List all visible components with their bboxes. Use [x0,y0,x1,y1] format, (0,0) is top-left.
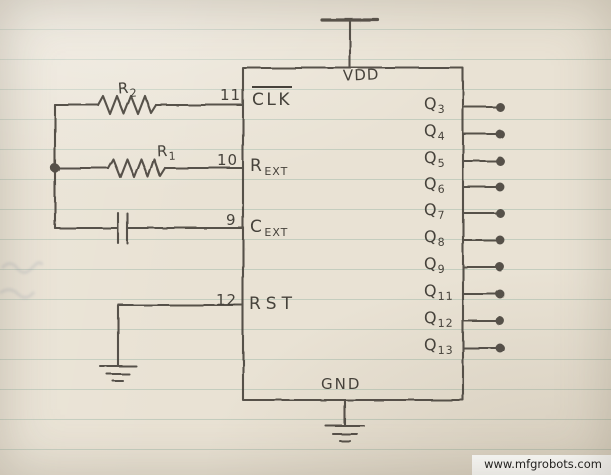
pin-label-q5: Q5 [424,148,446,171]
gnd-label: GND [321,375,362,393]
vdd-label: VDD [342,65,380,85]
q-sub: 4 [437,129,446,143]
connection-dot [495,316,505,326]
connection-dot [495,182,505,192]
label-r1-sub: 1 [168,149,177,163]
ghost-writing [0,261,44,299]
watermark: www.mfgrobots.com [472,455,611,475]
q-base: Q [423,308,438,328]
q-sub: 8 [437,235,446,249]
connection-dot [495,343,505,353]
pin-label-q8: Q8 [424,227,446,250]
pin-label-q13: Q13 [424,335,454,358]
q-base: Q [423,253,438,274]
ic-outline [241,66,465,402]
q-sub: 5 [437,156,446,170]
pin-label-q6: Q6 [424,174,446,197]
output-wires [462,102,505,353]
q-base: Q [423,147,438,168]
pin-label-rext-base: R [250,156,265,176]
pin-label-q3: Q3 [424,94,446,117]
q-base: Q [423,199,438,220]
q-sub: 3 [437,102,446,116]
pin-label-cext-sub: EXT [264,226,289,239]
pin-label-rext-sub: EXT [264,165,289,178]
ground-symbol-rst [98,364,138,383]
q-sub: 7 [437,208,446,222]
pin-label-clk: CLK [252,86,292,110]
pencil-linework [50,18,505,443]
pin-label-q11: Q11 [424,281,454,304]
connection-dot [495,102,505,112]
pin-label-rst-text: RST [249,294,297,314]
pin-number-rst: 12 [216,291,238,309]
connection-dot [495,208,505,218]
q-sub: 13 [437,343,454,358]
q-sub: 6 [437,182,446,196]
pin-label-q12: Q12 [424,308,454,331]
label-r2-sub: 2 [129,86,139,100]
label-r2: R2 [117,78,138,100]
q-base: Q [423,93,438,114]
q-base: Q [423,335,438,355]
pin-label-q4: Q4 [424,121,446,144]
pin-label-cext-base: C [250,217,265,237]
connection-dot [495,289,505,299]
connection-dot [495,129,505,139]
pin-label-rst: RST [249,294,297,314]
label-r1: R1 [157,142,177,164]
pin-label-q7: Q7 [424,200,446,223]
connection-dot [495,262,505,272]
q-base: Q [423,173,438,194]
q-sub: 11 [437,289,454,304]
pin-label-clk-text: CLK [252,86,292,110]
connection-dot [495,235,505,245]
resistor-r2 [96,94,158,116]
pin-number-clk: 11 [220,86,242,104]
label-r1-base: R [156,141,169,161]
q-sub: 9 [437,262,446,276]
pin-label-cext: CEXT [250,217,288,239]
ground-symbol-main [324,424,366,443]
q-base: Q [423,281,438,301]
q-base: Q [423,120,438,141]
pin-number-cext: 9 [226,211,237,229]
q-base: Q [423,226,438,247]
pin-label-q9: Q9 [424,254,446,277]
pin-label-rext: REXT [250,156,288,178]
q-sub: 12 [437,316,454,331]
resistor-r1 [106,157,167,179]
pin-number-rext: 10 [217,151,239,169]
rst-wire [116,303,245,368]
connection-dot [495,156,505,166]
